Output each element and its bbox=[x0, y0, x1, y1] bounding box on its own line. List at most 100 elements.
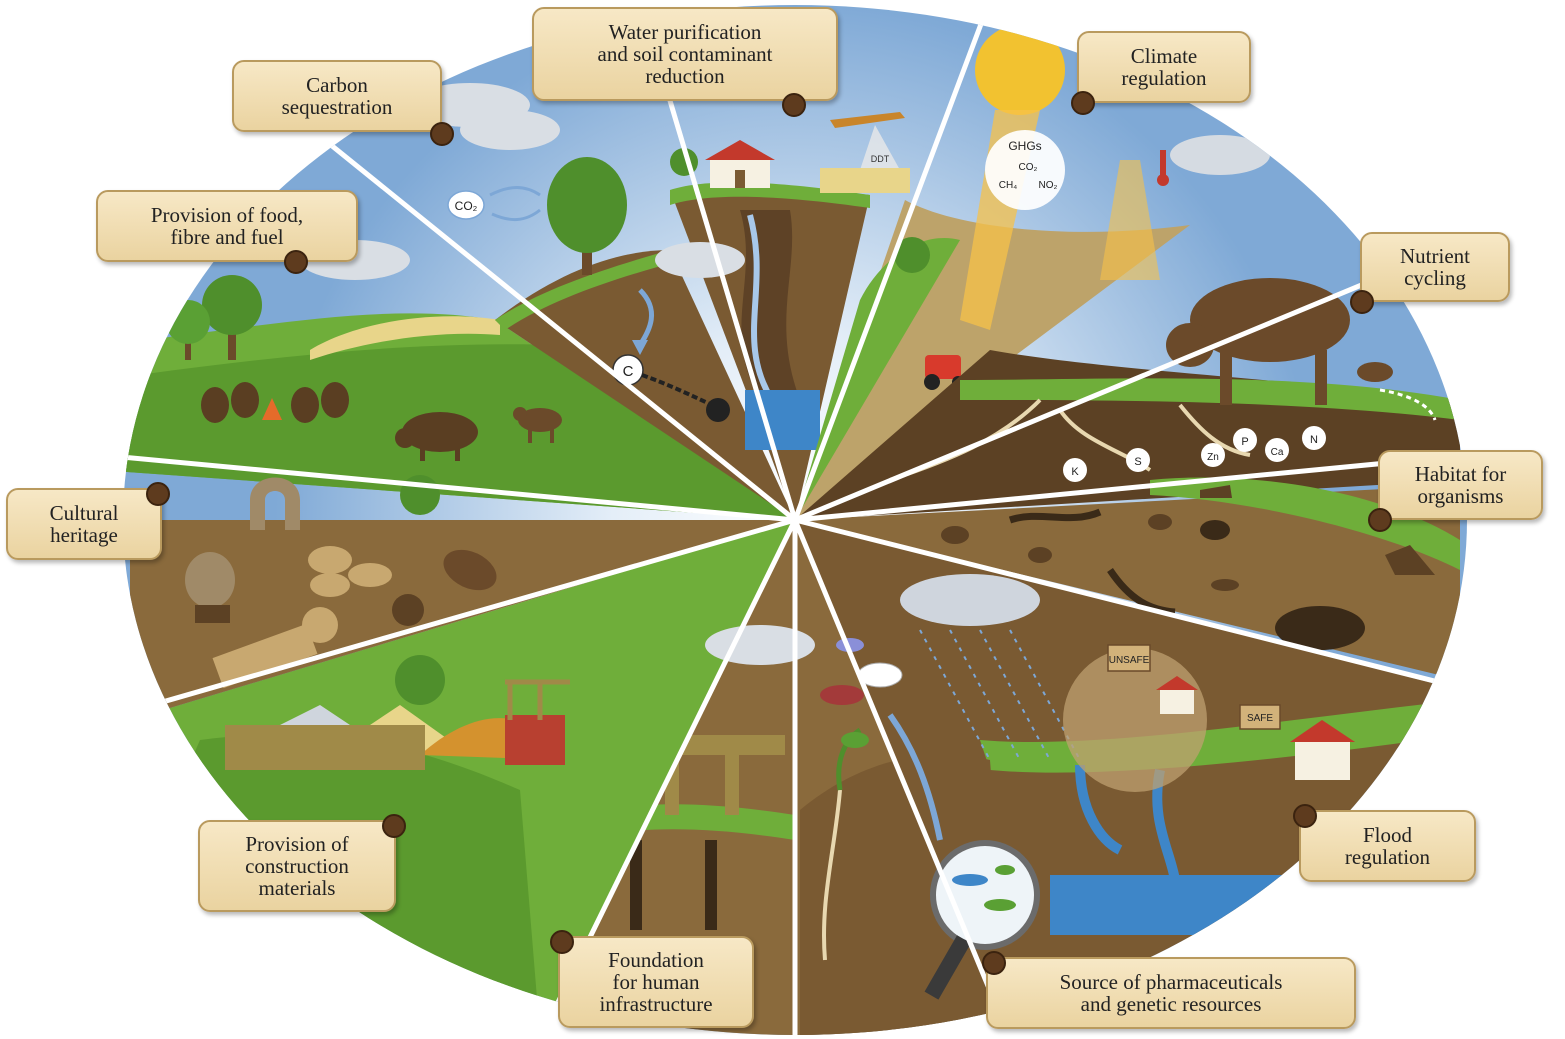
label-text: Flood regulation bbox=[1344, 822, 1431, 869]
earthworm-icon bbox=[1008, 508, 1102, 524]
water-pool bbox=[745, 390, 820, 450]
nutrient-s-label: S bbox=[1134, 456, 1141, 468]
tree-icon bbox=[547, 157, 627, 275]
label-habitat: Habitat for organisms bbox=[1368, 450, 1543, 532]
ball-weight-icon bbox=[706, 398, 730, 422]
label-text: Provision of food, fibre and fuel bbox=[150, 202, 304, 249]
timber-stack-icon bbox=[225, 725, 425, 770]
ddt-label: DDT bbox=[871, 154, 890, 164]
groundwater-channel-icon bbox=[1075, 764, 1123, 855]
pot-icon bbox=[392, 594, 424, 626]
plant-root-icon bbox=[821, 789, 842, 961]
earthworm-icon bbox=[1107, 568, 1176, 616]
beetle-icon bbox=[941, 526, 969, 544]
scaffold-icon bbox=[505, 679, 570, 720]
label-cultural-heritage: Cultural heritage bbox=[6, 482, 170, 560]
ghg-cluster-badge bbox=[985, 130, 1065, 210]
unsafe-label: UNSAFE bbox=[1109, 655, 1150, 666]
label-text: Habitat for organisms bbox=[1414, 461, 1507, 508]
decomposition-arrow-icon bbox=[1379, 388, 1437, 421]
chain-icon bbox=[641, 373, 713, 407]
rain-cloud-icon bbox=[1170, 135, 1270, 175]
label-text: Provision of construction materials bbox=[245, 831, 349, 901]
reflected-heat-arrow-icon bbox=[1100, 160, 1160, 280]
tree-icon bbox=[166, 275, 262, 360]
connector-dot bbox=[982, 951, 1006, 975]
label-text: Foundation for human infrastructure bbox=[599, 947, 713, 1017]
co2-cycle-badge bbox=[447, 190, 485, 220]
nutrient-n-label: N bbox=[1310, 434, 1318, 446]
sector-illustrations: C CO₂ DDT bbox=[123, 5, 1467, 1035]
amphora-icon bbox=[443, 549, 497, 591]
safe-label: SAFE bbox=[1247, 713, 1273, 724]
rain-cloud-icon bbox=[900, 574, 1040, 626]
connector-dot bbox=[1071, 91, 1095, 115]
pesticide-spray-icon bbox=[860, 125, 900, 170]
connector-dot bbox=[1368, 508, 1392, 532]
label-text: Cultural heritage bbox=[49, 500, 119, 547]
tree-icon bbox=[395, 655, 445, 705]
microbe-icon bbox=[984, 899, 1016, 911]
foundation-pillar bbox=[630, 840, 642, 930]
connector-dot bbox=[146, 482, 170, 506]
nutrient-zn-label: Zn bbox=[1207, 452, 1219, 463]
ghg-no2-label: NO₂ bbox=[1039, 180, 1058, 191]
co2-arrow-return-icon bbox=[491, 208, 541, 221]
connector-dot bbox=[550, 930, 574, 954]
fox-icon bbox=[1385, 545, 1435, 575]
label-nutrient-cycling: Nutrient cycling bbox=[1350, 232, 1510, 314]
thermometer-icon bbox=[1157, 150, 1169, 186]
connector-dot bbox=[1350, 290, 1374, 314]
label-food-fibre-fuel: Provision of food, fibre and fuel bbox=[96, 190, 358, 274]
nutrient-p-label: P bbox=[1241, 436, 1248, 448]
sheep-icon bbox=[395, 412, 478, 461]
sector-food-fibre-fuel bbox=[123, 275, 795, 520]
beetle-icon bbox=[1200, 520, 1230, 540]
magnifier-handle bbox=[924, 935, 971, 1000]
label-pharmaceuticals: Source of pharmaceuticals and genetic re… bbox=[982, 951, 1356, 1029]
manure-icon bbox=[1357, 362, 1393, 382]
co2-arrow-icon bbox=[489, 186, 541, 197]
crop-duster-plane-icon bbox=[830, 112, 905, 128]
tractor-icon bbox=[925, 355, 961, 379]
ghg-co2-label: CO₂ bbox=[1019, 162, 1038, 173]
connector-dot bbox=[284, 250, 308, 274]
horse-icon bbox=[1200, 485, 1232, 498]
nutrient-k-badge bbox=[1063, 458, 1087, 482]
ghgs-label: GHGs bbox=[1008, 139, 1041, 153]
label-text: Carbon sequestration bbox=[281, 72, 393, 119]
sun-icon bbox=[975, 25, 1065, 115]
ruin-stones-icon bbox=[308, 546, 392, 597]
nutrient-p-badge bbox=[1233, 428, 1257, 452]
label-carbon-sequestration: Carbon sequestration bbox=[232, 60, 454, 146]
label-text: Nutrient cycling bbox=[1400, 243, 1470, 290]
label-text: Climate regulation bbox=[1121, 43, 1207, 90]
people-silhouettes-icon bbox=[201, 382, 349, 423]
ghg-ch4-label: CH₄ bbox=[999, 180, 1018, 191]
millipede-icon bbox=[1211, 579, 1239, 591]
label-construction-materials: Provision of construction materials bbox=[198, 814, 406, 912]
nutrient-k-label: K bbox=[1071, 466, 1079, 478]
label-human-infrastructure: Foundation for human infrastructure bbox=[550, 930, 754, 1028]
label-flood-regulation: Flood regulation bbox=[1293, 804, 1476, 882]
label-text: Water purification and soil contaminant … bbox=[597, 19, 773, 89]
nutrient-n-badge bbox=[1302, 426, 1326, 450]
connector-dot bbox=[782, 93, 806, 117]
label-water-purification: Water purification and soil contaminant … bbox=[532, 7, 838, 117]
label-text: Source of pharmaceuticals and genetic re… bbox=[1059, 969, 1283, 1016]
brick-wall-icon bbox=[505, 715, 565, 765]
house-icon bbox=[1156, 676, 1198, 714]
water-reservoir bbox=[1050, 875, 1310, 935]
co2-label: CO₂ bbox=[455, 199, 478, 213]
fallen-column-icon bbox=[212, 607, 338, 689]
farmhouse-icon bbox=[705, 140, 775, 188]
calf-icon bbox=[513, 407, 562, 443]
carbon-atom-label: C bbox=[623, 363, 634, 380]
discovery-arrow-icon bbox=[887, 713, 943, 841]
nutrient-ca-badge bbox=[1265, 438, 1289, 462]
nutrient-s-badge bbox=[1126, 448, 1150, 472]
connector-dot bbox=[1293, 804, 1317, 828]
burrow-icon bbox=[1275, 606, 1365, 650]
woodlouse-icon bbox=[1028, 547, 1052, 563]
